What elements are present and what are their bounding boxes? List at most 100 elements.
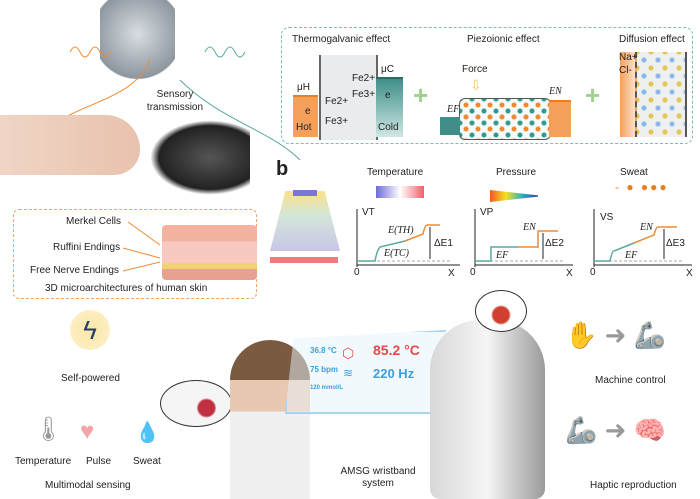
multimodal-sensing-label: Multimodal sensing: [45, 480, 131, 491]
heart-rate-value: 75 bpm: [310, 365, 339, 374]
lower-curve: [357, 240, 406, 262]
fe3-label: Fe3+: [325, 116, 349, 127]
en-electrode: [549, 100, 571, 137]
sweat-x-label: X: [686, 268, 693, 279]
piezoionic-title: Piezoionic effect: [467, 34, 540, 45]
piezo-gel: [459, 98, 551, 140]
upper-curve: [633, 226, 677, 244]
fe2-label-right: Fe2+: [352, 73, 376, 84]
temp-y-label: VT: [362, 207, 375, 218]
electron-label: e: [305, 106, 311, 117]
free-nerve-endings-label: Free Nerve Endings: [30, 265, 119, 276]
plus-icon: +: [585, 80, 601, 110]
diffusion-title: Diffusion effect: [619, 34, 685, 45]
ef-label: EF: [447, 104, 460, 115]
temperature-plot: [356, 209, 460, 267]
pressure-gradient-icon: [490, 190, 538, 202]
sweat-lower-label: EF: [625, 250, 638, 261]
pressure-delta-label: ΔE2: [545, 238, 564, 249]
sweat-origin: 0: [590, 267, 596, 278]
force-arrow-icon: ⇩: [470, 77, 482, 93]
sweat-y-label: VS: [600, 212, 614, 223]
body-temp-value: 36.8 °C: [310, 346, 337, 355]
thermogalvanic-title: Thermogalvanic effect: [292, 34, 391, 45]
lower-curve: [475, 246, 518, 262]
sensory-transmission-label: Sensory transmission: [146, 89, 204, 113]
sweat-delta-label: ΔE3: [666, 238, 685, 249]
temp-delta-label: ΔE1: [434, 238, 453, 249]
mu-h-label: μH: [297, 82, 310, 93]
sweat-value: 120 mmol/L: [310, 385, 344, 391]
sensing-pulse-label: Pulse: [86, 456, 112, 467]
wristband-label: AMSG wristband system: [340, 466, 416, 489]
vibration-icon: ≋: [343, 366, 354, 380]
y-axis: [356, 209, 460, 267]
na-label: Na+: [619, 52, 638, 63]
thought-bubble-hand-apple: [160, 380, 232, 427]
sensing-sweat-label: Sweat: [133, 456, 161, 467]
funnel-top-cap: [293, 190, 317, 196]
temperature-gradient-bar: [376, 186, 424, 198]
gel-region: [319, 55, 378, 140]
temp-reading: 85.2 °C: [373, 342, 420, 358]
temp-x-label: X: [448, 268, 455, 279]
temp-lower-label: E(TC): [384, 248, 409, 259]
cold-electrode: [376, 77, 403, 137]
pulse-heart-icon: ♥: [80, 418, 95, 445]
temperature-title: Temperature: [367, 167, 424, 178]
pressure-plot: [474, 209, 573, 267]
y-axis: [593, 209, 692, 267]
effects-box: [281, 27, 693, 144]
panel-b-label: b: [276, 158, 289, 180]
lightning-bolt-icon: ϟ: [70, 310, 110, 350]
en-label: EN: [549, 86, 562, 97]
y-axis: [474, 209, 573, 267]
hud-panel: [285, 330, 454, 414]
thermometer-icon: 🌡: [33, 416, 64, 443]
ruffini-endings-label: Ruffini Endings: [53, 242, 121, 253]
cl-label: Cl-: [619, 65, 632, 76]
robot-figure: [430, 320, 545, 499]
funnel-bottom-cap: [270, 257, 338, 263]
hot-label: Hot: [296, 122, 312, 133]
sweat-upper-label: EN: [640, 222, 653, 233]
cold-label: Cold: [378, 122, 399, 133]
temp-origin: 0: [354, 267, 360, 278]
electron-label-right: e: [385, 90, 391, 101]
temperature-hex-icon: ⬡: [342, 345, 355, 361]
merkel-cells-label: Merkel Cells: [66, 216, 122, 227]
pressure-upper-label: EN: [523, 222, 536, 233]
pressure-origin: 0: [470, 267, 476, 278]
skin-pointer-lines: [122, 221, 161, 272]
plus-icon: +: [413, 80, 429, 110]
haptic-reproduction-icon: 🦾 ➜ 🧠: [565, 415, 666, 445]
haptic-reproduction-label: Haptic reproduction: [590, 480, 677, 491]
diffusion-gel: [637, 52, 687, 137]
ef-electrode: [440, 117, 460, 135]
temp-upper-label: E(TH): [388, 225, 414, 236]
robot-thought-bubble-apple: [475, 290, 527, 332]
human-hand-illustration: [0, 115, 140, 175]
sweat-title: Sweat: [620, 167, 648, 178]
ion-funnel-illustration: [270, 191, 340, 251]
pressure-y-label: VP: [480, 207, 494, 218]
freq-reading: 220 Hz: [373, 366, 415, 381]
lower-curve: [594, 242, 635, 262]
self-powered-label: Self-powered: [61, 373, 120, 384]
upper-curve: [404, 224, 440, 242]
skin-caption: 3D microarchitectures of human skin: [45, 283, 208, 294]
sweat-drops-icon: 💧: [135, 422, 160, 444]
human-head-illustration: [100, 0, 175, 85]
pressure-x-label: X: [566, 268, 573, 279]
pressure-title: Pressure: [496, 167, 537, 178]
sweat-plot: [593, 209, 692, 267]
machine-control-label: Machine control: [595, 375, 666, 386]
hot-electrode: [293, 95, 318, 137]
skin-cross-section: [162, 225, 257, 280]
pressure-lower-label: EF: [496, 250, 509, 261]
robot-hand-illustration: [150, 120, 250, 195]
fe2-label: Fe2+: [325, 96, 349, 107]
sweat-layer: [620, 52, 637, 137]
mu-c-label: μC: [381, 64, 394, 75]
sweat-ions-icon: - ● ●●●: [615, 180, 669, 194]
